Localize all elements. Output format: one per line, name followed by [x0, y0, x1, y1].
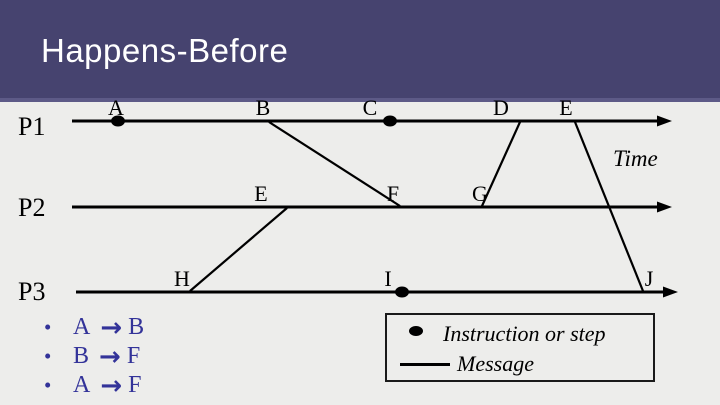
event-label-g: G: [472, 181, 488, 206]
list-item: • A → F: [40, 371, 144, 400]
timeline-p2-arrowhead-icon: [657, 201, 672, 213]
event-dot-i: [395, 286, 409, 298]
event-label-i: I: [384, 266, 391, 291]
event-dot-a: [111, 115, 125, 127]
relation-from: B: [73, 343, 90, 369]
list-item: • A → B: [40, 313, 144, 342]
bullet-icon: •: [44, 344, 52, 368]
arrow-right-icon: →: [100, 312, 123, 343]
relation-list: • A → B • B → F • A → F: [40, 313, 144, 400]
event-label-d: D: [493, 95, 509, 120]
relation-to: F: [126, 343, 141, 369]
bullet-icon: •: [44, 373, 52, 397]
message-b-to-f: [268, 121, 401, 207]
relation-to: F: [128, 372, 142, 398]
event-label-b: B: [256, 95, 271, 120]
arrow-right-icon: →: [99, 341, 121, 372]
event-dot-c: [383, 115, 397, 127]
relation-from: A: [73, 314, 91, 340]
event-label-h: H: [174, 266, 190, 291]
event-label-e-p2: E: [254, 181, 267, 206]
event-label-j: J: [645, 266, 654, 291]
arrow-right-icon: →: [100, 370, 123, 401]
event-label-e-p1: E: [559, 95, 572, 120]
process-label-p1: P1: [18, 112, 45, 141]
legend-instruction-label: Instruction or step: [443, 321, 606, 346]
list-item: • B → F: [40, 342, 144, 371]
event-label-c: C: [363, 95, 378, 120]
page-title: Happens-Before: [41, 32, 289, 69]
message-g-to-d: [480, 121, 522, 207]
message-line-icon: [400, 363, 450, 366]
title-bar: Happens-Before: [0, 0, 720, 102]
relation-from: A: [73, 372, 91, 398]
time-axis-label: Time: [613, 146, 658, 171]
message-e-to-j: [573, 121, 645, 292]
bullet-icon: •: [44, 315, 52, 339]
legend-message-label: Message: [457, 351, 534, 376]
relation-to: B: [128, 314, 145, 340]
event-label-a: A: [108, 95, 124, 120]
instruction-dot-icon: [409, 326, 423, 336]
legend-box: Instruction or step Message: [385, 313, 655, 382]
process-label-p2: P2: [18, 193, 45, 222]
process-label-p3: P3: [18, 277, 45, 306]
timeline-p1-arrowhead-icon: [657, 115, 672, 127]
event-label-f: F: [387, 181, 399, 206]
timeline-p3-arrowhead-icon: [663, 286, 678, 298]
message-h-to-e: [189, 207, 288, 292]
